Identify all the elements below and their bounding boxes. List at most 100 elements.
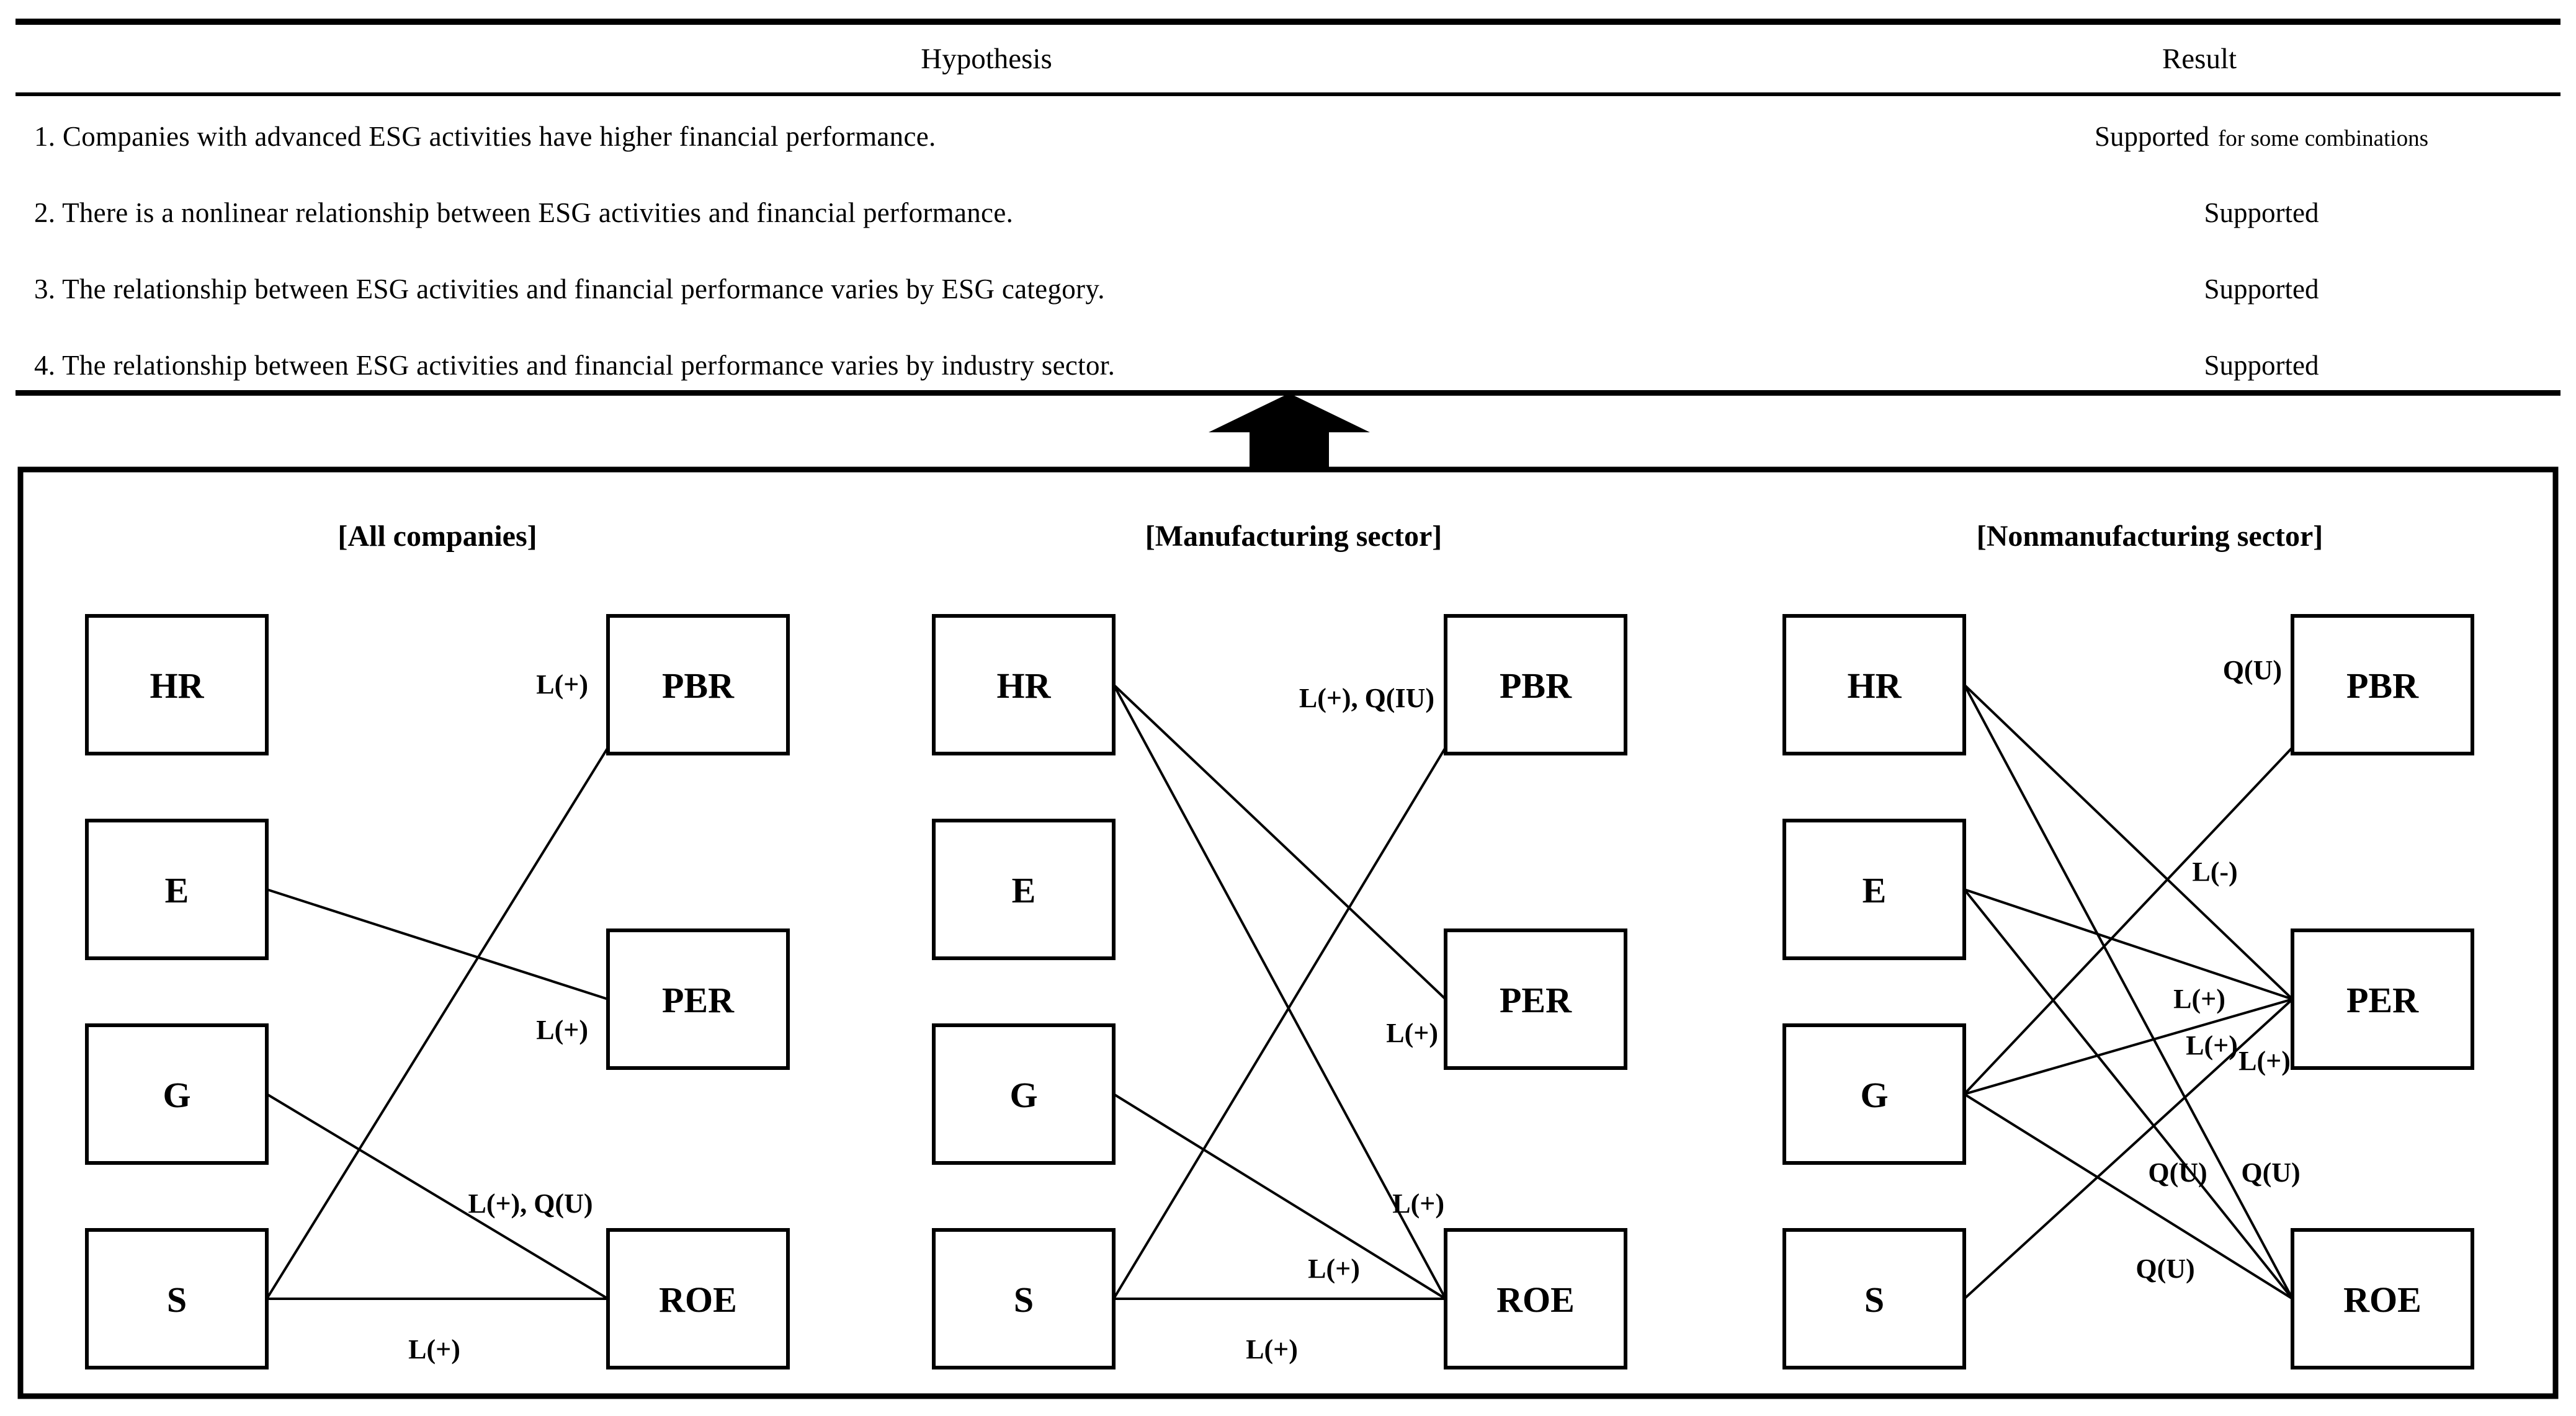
- edge-label-G-ROE: L(+): [1308, 1253, 1360, 1284]
- box-label-S: S: [167, 1280, 187, 1320]
- box-label-S: S: [1864, 1280, 1884, 1320]
- edge-line-HR-PER: [1112, 684, 1447, 1000]
- hypothesis-row-2: 2. There is a nonlinear relationship bet…: [34, 197, 1014, 228]
- edge-label-E-PER: L(+): [536, 1015, 588, 1045]
- panel-title: [All companies]: [338, 520, 537, 553]
- edge-label-S-PER: L(+): [2238, 1046, 2291, 1076]
- box-HR: [1782, 614, 1966, 755]
- edge-line-HR-PER: [1963, 684, 2294, 1000]
- box-HR: [932, 614, 1116, 755]
- edge-label-S-PBR: L(+): [536, 669, 588, 700]
- box-S: [85, 1228, 269, 1369]
- box-ROE: [606, 1228, 790, 1369]
- panel-title: [Manufacturing sector]: [1145, 520, 1442, 553]
- table-header-rule: [16, 92, 2560, 96]
- edge-label-E-ROE: Q(U): [2241, 1157, 2300, 1188]
- edge-label-HR-ROE: L(+): [1392, 1188, 1444, 1219]
- result-column-header: Result: [2162, 43, 2237, 75]
- edge-label-HR-PER: L(-): [2192, 857, 2237, 887]
- result-row-1: Supported for some combinations: [2095, 120, 2428, 153]
- edge-line-G-PBR: [1963, 746, 2294, 1095]
- box-PER: [606, 928, 790, 1070]
- up-arrow-icon: [1209, 393, 1370, 470]
- box-label-S: S: [1014, 1280, 1034, 1320]
- box-label-ROE: ROE: [659, 1280, 737, 1320]
- diagram-border: [17, 466, 2559, 1399]
- box-E: [1782, 819, 1966, 960]
- box-HR: [85, 614, 269, 755]
- hypothesis-row-3: 3. The relationship between ESG activiti…: [34, 274, 1105, 305]
- box-S: [932, 1228, 1116, 1369]
- result-note: for some combinations: [2217, 126, 2429, 151]
- edge-line-S-PBR: [266, 746, 609, 1300]
- edge-label-E-PER: L(+): [2173, 984, 2225, 1014]
- edge-line-E-ROE: [1963, 888, 2294, 1300]
- edge-label-S-ROE: L(+): [1246, 1334, 1298, 1365]
- edge-label-G-PBR: Q(U): [2223, 655, 2282, 685]
- box-ROE: [2291, 1228, 2474, 1369]
- box-PBR: [1444, 614, 1627, 755]
- box-label-PER: PER: [2346, 980, 2419, 1020]
- panel-title: [Nonmanufacturing sector]: [1977, 520, 2323, 553]
- box-PBR: [2291, 614, 2474, 755]
- box-PER: [2291, 928, 2474, 1070]
- box-G: [932, 1023, 1116, 1165]
- edge-line-S-PER: [1963, 998, 2294, 1300]
- edge-label-G-ROE: L(+), Q(U): [468, 1188, 593, 1219]
- box-label-HR: HR: [997, 666, 1052, 706]
- box-label-PER: PER: [1500, 980, 1572, 1020]
- box-G: [1782, 1023, 1966, 1165]
- edge-line-HR-ROE: [1963, 684, 2294, 1299]
- box-G: [85, 1023, 269, 1165]
- box-label-E: E: [1863, 870, 1887, 911]
- edge-label-S-PBR: L(+), Q(IU): [1299, 683, 1434, 713]
- edge-line-S-PBR: [1112, 746, 1447, 1300]
- result-text: Supported: [2204, 197, 2319, 228]
- edge-line-G-ROE: [1963, 1093, 2294, 1300]
- edge-label-HR-ROE: Q(U): [2135, 1253, 2194, 1284]
- box-S: [1782, 1228, 1966, 1369]
- edge-line-G-PER: [1964, 998, 2293, 1095]
- result-row-3: Supported: [2204, 273, 2319, 305]
- hypothesis-row-4: 4. The relationship between ESG activiti…: [34, 350, 1116, 381]
- box-label-E: E: [165, 870, 189, 911]
- edge-label-HR-PER: L(+): [1386, 1018, 1438, 1048]
- box-label-G: G: [1009, 1075, 1037, 1115]
- edge-label-S-ROE: L(+): [408, 1334, 460, 1365]
- box-label-G: G: [163, 1075, 190, 1115]
- box-ROE: [1444, 1228, 1627, 1369]
- edge-label-G-ROE: Q(U): [2148, 1157, 2207, 1188]
- hypothesis-row-1: 1. Companies with advanced ESG activitie…: [34, 121, 936, 152]
- box-PBR: [606, 614, 790, 755]
- box-E: [85, 819, 269, 960]
- box-E: [932, 819, 1116, 960]
- result-row-2: Supported: [2204, 197, 2319, 229]
- table-top-rule: [16, 19, 2560, 25]
- edge-line-G-ROE: [1112, 1093, 1447, 1300]
- panel-manufacturing-sector: [Manufacturing sector] HR E G S PBR PER …: [932, 520, 1627, 1369]
- box-label-PBR: PBR: [662, 666, 735, 706]
- box-label-HR: HR: [150, 666, 205, 706]
- edge-line-G-ROE: [266, 1093, 609, 1300]
- box-label-HR: HR: [1848, 666, 1902, 706]
- panel-nonmanufacturing-sector: [Nonmanufacturing sector] HR E G S PBR P…: [1782, 520, 2474, 1369]
- box-label-ROE: ROE: [1496, 1280, 1575, 1320]
- box-label-PER: PER: [662, 980, 735, 1020]
- edge-line-HR-ROE: [1112, 684, 1447, 1299]
- edge-line-E-PER: [1964, 888, 2293, 1000]
- hypothesis-column-header: Hypothesis: [921, 43, 1052, 75]
- result-row-4: Supported: [2204, 349, 2319, 381]
- result-text: Supported: [2094, 121, 2209, 152]
- edge-line-E-PER: [266, 888, 609, 1000]
- edge-label-G-PER: L(+): [2186, 1030, 2238, 1061]
- result-text: Supported: [2204, 274, 2319, 305]
- box-label-ROE: ROE: [2343, 1280, 2422, 1320]
- box-PER: [1444, 928, 1627, 1070]
- box-label-PBR: PBR: [1500, 666, 1572, 706]
- box-label-E: E: [1012, 870, 1036, 911]
- box-label-PBR: PBR: [2346, 666, 2419, 706]
- panel-all-companies: [All companies] HR E G S PBR PER ROE L(+…: [85, 520, 790, 1369]
- box-label-G: G: [1860, 1075, 1888, 1115]
